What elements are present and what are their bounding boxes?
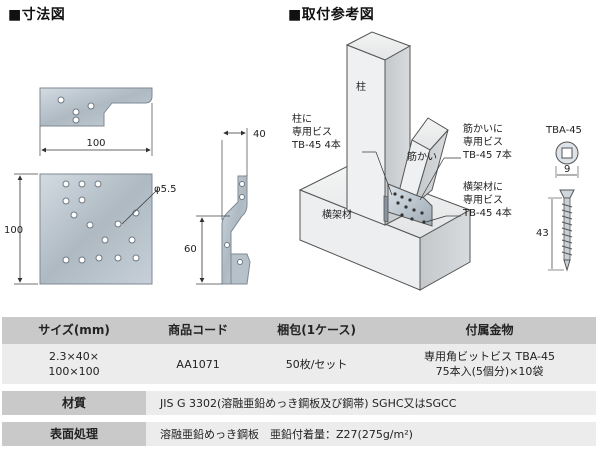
pillar-label: 柱 bbox=[356, 80, 366, 93]
dim-hole-diameter: φ5.5 bbox=[154, 184, 177, 195]
svg-text:専用ビス: 専用ビス bbox=[463, 136, 503, 148]
dim-100-side: 100 bbox=[4, 225, 23, 236]
material-value: JIS G 3302(溶融亜鉛めっき鋼板及び鋼帯) SGHC又はSGCC bbox=[146, 391, 596, 415]
surface-label: 表面処理 bbox=[2, 422, 146, 446]
svg-text:TB-45 7本: TB-45 7本 bbox=[462, 148, 512, 161]
dim-60: 60 bbox=[184, 244, 197, 255]
install-title: ■取付参考図 bbox=[288, 7, 375, 23]
dimensions-title: ■寸法図 bbox=[8, 7, 66, 23]
code-value: AA1071 bbox=[146, 344, 251, 384]
callout-pillar: 柱に 専用ビス TB-45 4本 bbox=[291, 112, 393, 196]
svg-text:横架材に: 横架材に bbox=[463, 180, 503, 193]
header-packing: 梱包(1ケース) bbox=[250, 317, 384, 344]
packing-value: 50枚/セット bbox=[250, 344, 384, 384]
bracket-top-view bbox=[39, 87, 153, 127]
install-drawing: 柱 筋かい 横架材 柱に 専用ビス TB-45 4本 筋かいに 専用ビス TB-… bbox=[291, 31, 582, 291]
screw-icon bbox=[559, 189, 575, 272]
dimension-drawing: 100 100 φ5.5 40 bbox=[4, 87, 266, 285]
size-value: 2.3×40× 100×100 bbox=[2, 344, 146, 384]
accessory-value: 専用角ビットビス TBA-45 75本入(5個分)×10袋 bbox=[383, 344, 596, 384]
svg-text:柱に: 柱に bbox=[292, 112, 312, 125]
surface-value: 溶融亜鉛めっき鋼板 亜鉛付着量：Z27(275g/m²) bbox=[146, 422, 596, 446]
header-accessory: 付属金物 bbox=[383, 317, 596, 344]
header-code: 商品コード bbox=[146, 317, 251, 344]
bracket-installed bbox=[383, 183, 433, 227]
bracket-front-view bbox=[39, 173, 153, 285]
header-size: サイズ(mm) bbox=[2, 317, 146, 344]
dim-40: 40 bbox=[253, 129, 266, 140]
svg-text:専用ビス: 専用ビス bbox=[463, 194, 503, 206]
svg-text:専用ビス: 専用ビス bbox=[292, 126, 332, 138]
brace bbox=[397, 117, 449, 207]
callout-beam: 横架材に 専用ビス TB-45 4本 bbox=[425, 180, 512, 223]
svg-text:TB-45 4本: TB-45 4本 bbox=[462, 206, 512, 219]
screw-name: TBA-45 bbox=[545, 125, 582, 136]
screw-head-dim: 9 bbox=[564, 164, 570, 175]
spec-table: サイズ(mm) 商品コード 梱包(1ケース) 付属金物 2.3×40× 100×… bbox=[2, 317, 596, 446]
brace-label: 筋かい bbox=[407, 150, 437, 163]
screw-head-icon bbox=[555, 141, 579, 165]
svg-text:筋かいに: 筋かいに bbox=[463, 122, 503, 135]
screw-length-dim: 43 bbox=[536, 228, 549, 239]
callout-brace: 筋かいに 専用ビス TB-45 7本 bbox=[419, 122, 512, 201]
svg-text:TB-45 4本: TB-45 4本 bbox=[291, 138, 341, 151]
dim-100-top: 100 bbox=[86, 138, 105, 149]
beam-label: 横架材 bbox=[322, 208, 352, 221]
material-label: 材質 bbox=[2, 391, 146, 415]
bracket-side-view bbox=[221, 175, 251, 285]
